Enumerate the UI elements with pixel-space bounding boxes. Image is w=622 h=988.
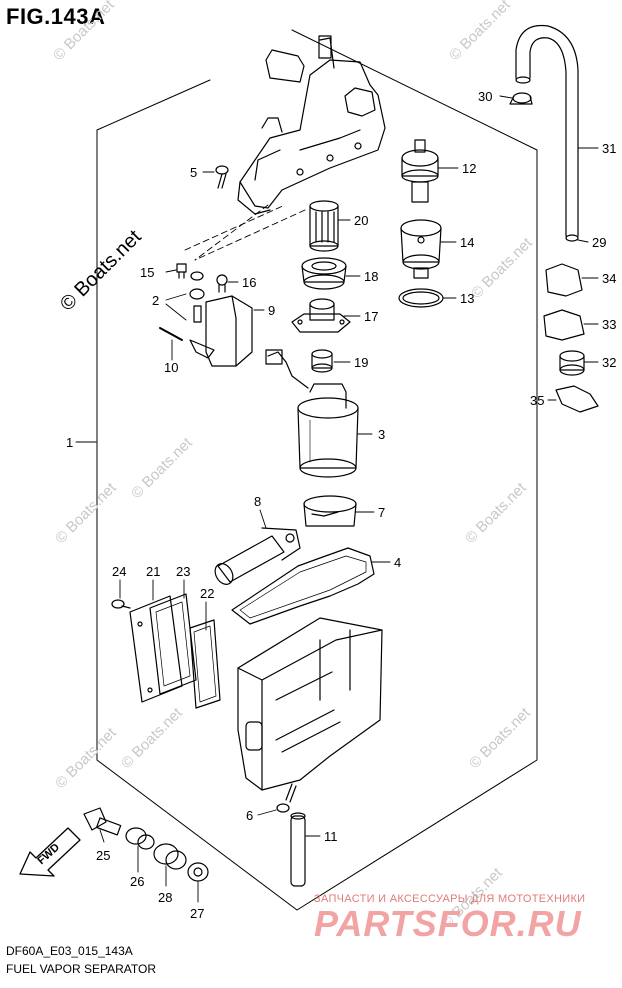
promo-brand-logo: PARTSFOR.RU	[314, 903, 582, 944]
figure-code: DF60A_E03_015_143A	[6, 944, 133, 958]
callout-25: 25	[96, 848, 110, 863]
callout-11: 11	[324, 829, 338, 844]
part-washer-27	[187, 862, 209, 882]
callout-31: 31	[602, 141, 616, 156]
callout-22: 22	[200, 586, 214, 601]
part-cover-housing	[237, 35, 386, 215]
part-cover-9	[189, 295, 253, 367]
part-clip-30	[509, 92, 533, 105]
part-18	[301, 257, 347, 290]
callout-4: 4	[394, 555, 401, 570]
callout-20: 20	[354, 213, 368, 228]
figure-name: FUEL VAPOR SEPARATOR	[6, 962, 157, 976]
callout-2: 2	[152, 293, 159, 308]
part-clip-35	[555, 385, 599, 413]
part-hose-11	[290, 812, 306, 887]
callout-17: 17	[364, 309, 378, 324]
part-main-housing-1	[237, 617, 383, 791]
part-screw-24	[111, 599, 131, 609]
callout-27: 27	[190, 906, 204, 921]
part-grommet-32	[559, 350, 585, 376]
callout-10: 10	[164, 360, 178, 375]
callout-21: 21	[146, 564, 160, 579]
part-clip-33	[543, 309, 585, 341]
part-screw-16	[216, 274, 228, 293]
part-14	[400, 219, 442, 279]
part-screw-6	[276, 783, 297, 813]
callout-33: 33	[602, 317, 616, 332]
part-bolt-25	[83, 807, 122, 836]
assembly-frame	[96, 29, 538, 911]
callout-5: 5	[190, 165, 197, 180]
figure-title: FIG.143A	[6, 4, 106, 29]
callout-18: 18	[364, 269, 378, 284]
part-7	[303, 495, 357, 527]
part-fuel-pump-3	[265, 349, 359, 478]
callout-24: 24	[112, 564, 126, 579]
part-28	[153, 843, 187, 870]
callout-13: 13	[460, 291, 474, 306]
part-gasket-23	[149, 593, 197, 695]
part-26	[125, 827, 155, 850]
callout-35: 35	[530, 393, 544, 408]
dashed-leaders	[184, 204, 306, 261]
callout-30: 30	[478, 89, 492, 104]
part-17	[291, 298, 351, 333]
callout-1: 1	[66, 435, 73, 450]
callout-29: 29	[592, 235, 606, 250]
callout-7: 7	[378, 505, 385, 520]
part-filter-20	[309, 200, 339, 252]
promo-tagline: ЗАПЧАСТИ И АКСЕССУАРЫ ДЛЯ МОТОТЕХНИКИ	[314, 893, 586, 905]
callout-6: 6	[246, 808, 253, 823]
part-19	[311, 349, 333, 373]
fwd-arrow-icon: FWD	[19, 827, 81, 877]
part-hose-31	[515, 24, 579, 242]
callout-28: 28	[158, 890, 172, 905]
callout-15: 15	[140, 265, 154, 280]
callout-32: 32	[602, 355, 616, 370]
callout-12: 12	[462, 161, 476, 176]
callout-3: 3	[378, 427, 385, 442]
callout-34: 34	[602, 271, 616, 286]
callout-labels: 1 2 3 4 5 6 7 8 9 10 11 12 13 14 15 16 1…	[66, 89, 616, 921]
leader-lines	[75, 95, 599, 903]
part-2-grommet	[189, 271, 205, 323]
callout-23: 23	[176, 564, 190, 579]
part-clip-34	[545, 263, 583, 297]
part-filter-8	[214, 527, 301, 585]
callout-16: 16	[242, 275, 256, 290]
callout-14: 14	[460, 235, 474, 250]
callout-8: 8	[254, 494, 261, 509]
part-regulator-12	[401, 139, 439, 203]
callout-19: 19	[354, 355, 368, 370]
part-pin-10	[159, 327, 183, 341]
part-gasket-4	[231, 547, 375, 625]
part-screw-5	[215, 165, 229, 189]
part-screw-15	[176, 263, 187, 279]
callout-26: 26	[130, 874, 144, 889]
callout-9: 9	[268, 303, 275, 318]
